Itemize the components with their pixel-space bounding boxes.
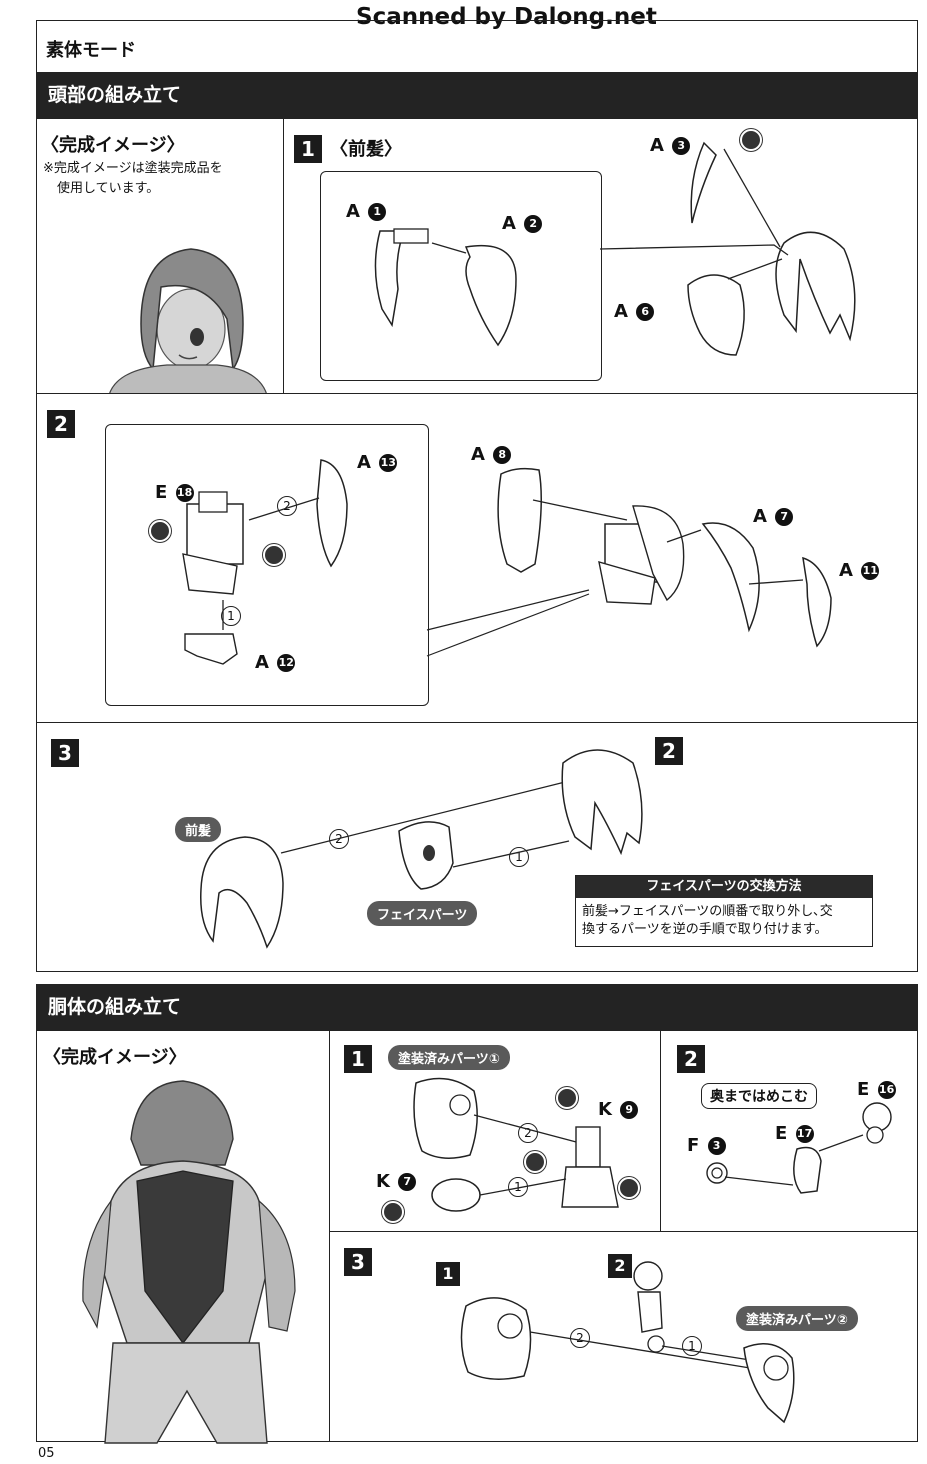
part-label-e16: E 16 — [857, 1079, 896, 1100]
part-label-a12: A 12 — [255, 652, 296, 673]
paint-marker-icon — [382, 1201, 404, 1223]
paint-marker-icon — [524, 1151, 546, 1173]
body-step3-panel: 3 1 2 塗装済みパーツ② 2 1 — [329, 1231, 918, 1442]
part-label-f3: F 3 — [687, 1135, 726, 1156]
part-label-a3: A 3 — [650, 135, 691, 156]
body-step3-number: 3 — [344, 1248, 372, 1276]
head-step3-illustration — [200, 749, 643, 949]
part-label-e17: E 17 — [775, 1123, 814, 1144]
body-section-title: 胴体の組み立て — [36, 984, 918, 1030]
paint-marker-icon — [618, 1177, 640, 1199]
body-step2-instruction: 奥まではめこむ — [701, 1083, 817, 1109]
part-label-a7: A 7 — [753, 506, 794, 527]
body-step3-illustration — [460, 1261, 795, 1424]
head-step1-illustration — [374, 141, 856, 356]
mode-title: 素体モード — [46, 40, 136, 61]
head-preview-panel: 〈完成イメージ〉 ※完成イメージは塗装完成品を 使用しています。 — [36, 118, 284, 396]
head-preview-illustration — [108, 248, 268, 396]
order-marker-1: 1 — [508, 1177, 528, 1197]
body-step3-sub1: 1 — [436, 1262, 460, 1286]
face-parts-tag: フェイスパーツ — [367, 901, 478, 926]
head-step3-number: 3 — [51, 739, 79, 767]
part-label-a6: A 6 — [614, 301, 655, 322]
head-preview-note-2: 使用しています。 — [57, 181, 160, 196]
head-step1-subbox — [320, 171, 602, 381]
body-preview-illustration — [82, 1080, 296, 1444]
body-preview-panel: 〈完成イメージ〉 — [36, 1030, 330, 1444]
watermark: Scanned by Dalong.net — [352, 4, 661, 30]
body-step2-number: 2 — [677, 1045, 705, 1073]
head-step1-panel: 1 〈前髪〉 A 1 A 2 A 3 A 6 — [283, 118, 918, 394]
order-marker-1: 1 — [221, 606, 241, 626]
part-label-a2: A 2 — [502, 213, 543, 234]
part-label-a13: A 13 — [357, 452, 398, 473]
head-step2-panel: 2 A 13 E 18 A 12 A 8 A 7 A 11 2 1 — [36, 393, 918, 723]
part-label-a11: A 11 — [839, 560, 880, 581]
head-step1-caption: 〈前髪〉 — [330, 139, 402, 160]
body-preview-caption: 〈完成イメージ〉 — [43, 1047, 187, 1068]
part-label-k7: K 7 — [376, 1171, 417, 1192]
page-number: 05 — [38, 1446, 55, 1461]
head-section-title: 頭部の組み立て — [36, 72, 918, 118]
paint-marker-icon — [740, 129, 762, 151]
painted-parts-1-tag: 塗装済みパーツ① — [388, 1045, 510, 1070]
paint-marker-icon — [556, 1087, 578, 1109]
order-marker-1: 1 — [509, 847, 529, 867]
head-step2-number: 2 — [47, 410, 75, 438]
body-step1-illustration — [413, 1077, 619, 1212]
body-step3-sub2: 2 — [608, 1254, 632, 1278]
head-preview-note-1: ※完成イメージは塗装完成品を — [43, 161, 223, 176]
head-step1-number: 1 — [294, 135, 322, 163]
body-step1-number: 1 — [344, 1045, 372, 1073]
head-step2-subbox — [105, 424, 429, 706]
head-preview-caption: 〈完成イメージ〉 — [41, 135, 185, 156]
part-label-e18: E 18 — [155, 482, 194, 503]
head-step3-ref-step: 2 — [655, 737, 683, 765]
order-marker-2: 2 — [277, 496, 297, 516]
face-swap-info-line1: 前髪→フェイスパーツの順番で取り外し､交 — [582, 904, 833, 919]
head-step3-panel: 3 2 前髪 フェイスパーツ 2 1 フェイスパーツの交換方法 前髪→フェイスパ… — [36, 722, 918, 972]
head-step2-illustration — [182, 459, 832, 665]
bangs-tag: 前髪 — [175, 817, 222, 842]
paint-marker-icon — [149, 520, 171, 542]
part-label-k9: K 9 — [598, 1099, 639, 1120]
painted-parts-2-tag: 塗装済みパーツ② — [736, 1306, 858, 1331]
part-label-a1: A 1 — [346, 201, 387, 222]
paint-marker-icon — [263, 544, 285, 566]
face-swap-info-line2: 換するパーツを逆の手順で取り付けます。 — [582, 922, 828, 937]
face-swap-info-box: フェイスパーツの交換方法 前髪→フェイスパーツの順番で取り外し､交 換するパーツ… — [575, 875, 873, 947]
part-label-a8: A 8 — [471, 444, 512, 465]
body-step2-illustration — [706, 1102, 892, 1194]
body-step2-panel: 2 奥まではめこむ E 16 F 3 E 17 — [660, 1030, 918, 1232]
face-swap-info-title: フェイスパーツの交換方法 — [576, 876, 872, 898]
body-step1-panel: 1 塗装済みパーツ① K 9 K 7 2 1 — [329, 1030, 661, 1232]
